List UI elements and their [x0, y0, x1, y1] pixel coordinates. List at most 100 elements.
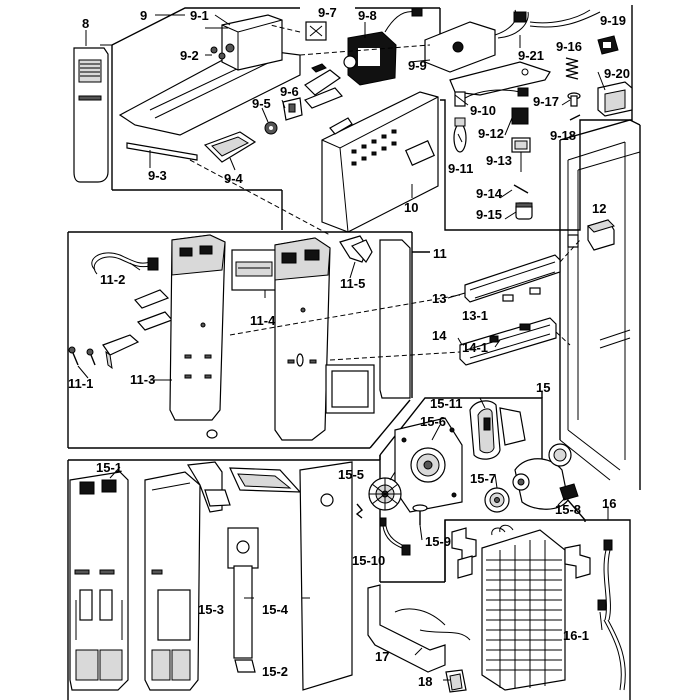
label-9-7: 9-7 [318, 5, 337, 20]
label-15-7: 15-7 [470, 471, 496, 486]
part-15-3-bracket [227, 527, 259, 659]
part-11-5-clip [339, 235, 373, 264]
part-16-1-wire [597, 539, 626, 691]
part-9-7-plate [269, 21, 327, 41]
evaporator-fins [486, 540, 562, 688]
group-11-frame [67, 231, 430, 449]
label-15-5: 15-5 [338, 467, 364, 482]
part-8-panel [73, 30, 109, 183]
label-9-4: 9-4 [224, 171, 244, 186]
guide-line-9b [299, 44, 431, 56]
label-12: 12 [592, 201, 606, 216]
guide-line-13 [229, 294, 461, 336]
part-15-4-panel [299, 461, 353, 691]
part-17-drain-tray [367, 584, 471, 673]
group-9-frame [100, 5, 633, 231]
part-11-screen-frame [325, 364, 375, 414]
label-9-10: 9-10 [470, 103, 496, 118]
label-15-4: 15-4 [262, 602, 289, 617]
label-11-5: 11-5 [340, 276, 365, 291]
part-9-8-motor [343, 7, 423, 86]
label-9-1: 9-1 [190, 8, 209, 23]
label-9-13: 9-13 [486, 153, 512, 168]
part-9-14-rod [513, 184, 529, 194]
label-13-1: 13-1 [462, 308, 488, 323]
part-9-15-cylinder [515, 202, 533, 220]
part-11-1-screws [68, 289, 174, 370]
label-9-8: 9-8 [358, 8, 377, 23]
label-15: 15 [536, 380, 550, 395]
label-16-1: 16-1 [563, 628, 589, 643]
part-11-2-wire [91, 252, 159, 275]
label-15-10: 15-10 [352, 553, 385, 568]
part-15-8-motor [512, 443, 579, 510]
label-9-9: 9-9 [408, 58, 427, 73]
group-15-panels-frame [67, 455, 381, 700]
part-15-6-plate [394, 417, 463, 513]
label-9-16: 9-16 [556, 39, 582, 54]
label-9-2: 9-2 [180, 48, 199, 63]
part-9-1-ice-maker [118, 14, 301, 136]
part-12-switch [587, 219, 615, 251]
label-9-20: 9-20 [604, 66, 630, 81]
part-9-18-clip [569, 114, 581, 121]
label-11-3: 11-3 [130, 372, 155, 387]
part-15-10-wire [379, 517, 411, 556]
label-9-14: 9-14 [476, 186, 503, 201]
label-11-1: 11-1 [68, 376, 93, 391]
part-15-spring [355, 503, 363, 519]
label-8: 8 [82, 16, 89, 31]
part-15-1-panel [69, 471, 129, 691]
part-15-strips [187, 461, 302, 513]
part-18-bracket [445, 669, 467, 693]
label-9-11: 9-11 [448, 161, 473, 176]
part-9-6-block [282, 97, 303, 121]
label-9-18: 9-18 [550, 128, 576, 143]
part-15-2-piece [234, 659, 256, 673]
part-9-3-bar [126, 142, 198, 168]
label-9-12: 9-12 [478, 126, 504, 141]
part-15-panel-2 [144, 471, 201, 691]
label-15-2: 15-2 [262, 664, 288, 679]
label-17: 17 [375, 649, 389, 664]
part-16-evaporator [481, 524, 566, 691]
label-9-5: 9-5 [252, 96, 271, 111]
label-15-9: 15-9 [425, 534, 451, 549]
part-15-9-screw [412, 504, 428, 525]
part-9-levers [303, 63, 344, 109]
label-9-6: 9-6 [280, 84, 299, 99]
part-10-panel [321, 91, 439, 233]
part-15-5-fan [368, 477, 402, 511]
leader-lines [77, 14, 609, 681]
label-15-3: 15-3 [198, 602, 224, 617]
label-15-1: 15-1 [96, 460, 122, 475]
label-14-1: 14-1 [462, 340, 488, 355]
label-15-11: 15-11 [430, 396, 463, 411]
label-15-6: 15-6 [420, 414, 446, 429]
part-9-20-bracket [597, 81, 633, 117]
part-9-12-block [511, 107, 529, 125]
part-9-wire-harness [494, 9, 601, 39]
label-16: 16 [602, 496, 616, 511]
label-9-3: 9-3 [148, 168, 167, 183]
label-10: 10 [404, 200, 418, 215]
label-11-2: 11-2 [100, 272, 125, 287]
label-15-8: 15-8 [555, 502, 581, 517]
label-11-4: 11-4 [250, 313, 276, 328]
label-9-21: 9-21 [518, 48, 544, 63]
part-9-19-connector [597, 35, 619, 55]
part-9-5-gear [261, 107, 278, 135]
label-9: 9 [140, 8, 147, 23]
part-15-11-duct [469, 400, 526, 460]
part-9-4-tray [203, 131, 257, 171]
part-11-4-plate [231, 249, 277, 298]
panel-vent-holes [351, 129, 397, 166]
part-9-17-pin [567, 92, 581, 107]
guide-line-9 [189, 159, 331, 236]
label-9-19: 9-19 [600, 13, 626, 28]
part-labels: 8 9 9-1 9-2 9-3 9-4 9-5 9-6 9-7 9-8 9-9 … [68, 5, 630, 689]
part-9-11-lamp [453, 117, 467, 153]
part-9-16-spring [565, 57, 579, 80]
label-18: 18 [418, 674, 432, 689]
